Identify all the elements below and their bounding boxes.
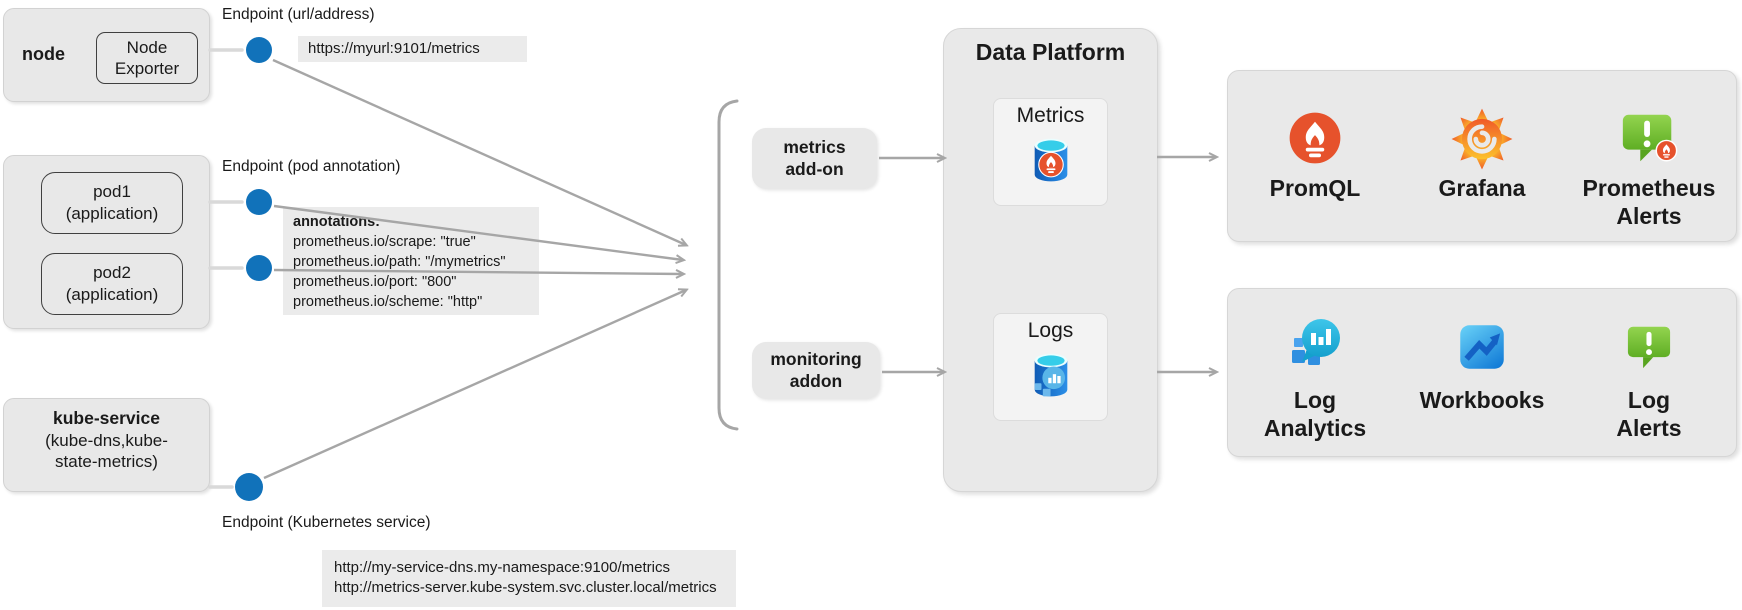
pods-box: pod1 (application) pod2 (application) [3, 155, 210, 329]
k8s-endpoint-urls-box: http://my-service-dns.my-namespace:9100/… [322, 550, 736, 607]
pod-annotations-box: annotations: prometheus.io/scrape: "true… [283, 207, 539, 315]
node-label: node [22, 44, 65, 64]
kube-service-subtitle: (kube-dns,kube- state-metrics) [45, 430, 168, 472]
log-alerts-label: Log Alerts [1616, 387, 1682, 442]
prometheus-alerts-label: Prometheus Alerts [1582, 175, 1716, 230]
prometheus-alerts-tool: Prometheus Alerts [1569, 107, 1729, 230]
logs-card-title: Logs [1027, 319, 1074, 342]
pod1-box: pod1 (application) [41, 172, 183, 234]
endpoint-dot-node [246, 37, 272, 63]
endpoint-k8s-label: Endpoint (Kubernetes service) [222, 514, 431, 531]
data-platform-panel: Data Platform Metrics [943, 28, 1158, 492]
endpoint-dot-pod1 [246, 189, 272, 215]
log-analytics-tool: Log Analytics [1235, 313, 1395, 442]
annotations-title: annotations: [293, 214, 380, 230]
logs-tools-panel: Log Analytics Workbooks [1227, 288, 1737, 457]
annotation-scrape: prometheus.io/scrape: "true" [293, 234, 476, 250]
grafana-tool: Grafana [1402, 107, 1562, 202]
prometheus-alerts-icon [1618, 107, 1680, 169]
monitoring-addon-box: monitoring addon [752, 342, 880, 399]
k8s-url-2: http://metrics-server.kube-system.svc.cl… [334, 579, 717, 596]
metrics-addon-box: metrics add-on [752, 128, 877, 189]
node-exporter-box: Node Exporter [96, 32, 198, 84]
node-endpoint-url: https://myurl:9101/metrics [298, 36, 527, 62]
annotation-path: prometheus.io/path: "/mymetrics" [293, 254, 506, 270]
workbooks-icon [1453, 313, 1511, 381]
annotation-scheme: prometheus.io/scheme: "http" [293, 294, 483, 310]
log-alerts-tool: Log Alerts [1569, 313, 1729, 442]
promql-tool: PromQL [1235, 107, 1395, 202]
log-analytics-icon [1283, 313, 1347, 381]
kube-service-box: kube-service (kube-dns,kube- state-metri… [3, 398, 210, 492]
data-platform-title: Data Platform [975, 39, 1126, 65]
log-alerts-icon [1622, 313, 1676, 381]
workbooks-tool: Workbooks [1402, 313, 1562, 414]
pod2-box: pod2 (application) [41, 253, 183, 315]
promql-label: PromQL [1269, 175, 1361, 201]
grafana-icon [1449, 107, 1515, 170]
endpoint-url-label: Endpoint (url/address) [222, 6, 375, 23]
metrics-tools-panel: PromQL [1227, 70, 1737, 242]
k8s-url-1: http://my-service-dns.my-namespace:9100/… [334, 559, 670, 576]
workbooks-label: Workbooks [1419, 387, 1545, 413]
annotation-port: prometheus.io/port: "800" [293, 274, 457, 290]
metrics-card: Metrics [993, 98, 1108, 206]
prometheus-icon [1287, 107, 1343, 169]
logs-card: Logs [993, 313, 1108, 421]
grafana-label: Grafana [1438, 175, 1526, 201]
endpoint-dot-pod2 [246, 255, 272, 281]
log-analytics-label: Log Analytics [1263, 387, 1367, 442]
kube-service-title: kube-service [52, 408, 160, 428]
endpoint-pod-label: Endpoint (pod annotation) [222, 158, 401, 175]
node-box: node Node Exporter [3, 8, 210, 102]
arrow-kube-to-addons [263, 290, 686, 480]
prometheus-database-icon [994, 128, 1107, 194]
endpoint-dot-kube [235, 473, 263, 501]
log-analytics-database-icon [994, 343, 1107, 409]
addons-bracket [717, 99, 739, 431]
metrics-card-title: Metrics [1016, 104, 1085, 127]
